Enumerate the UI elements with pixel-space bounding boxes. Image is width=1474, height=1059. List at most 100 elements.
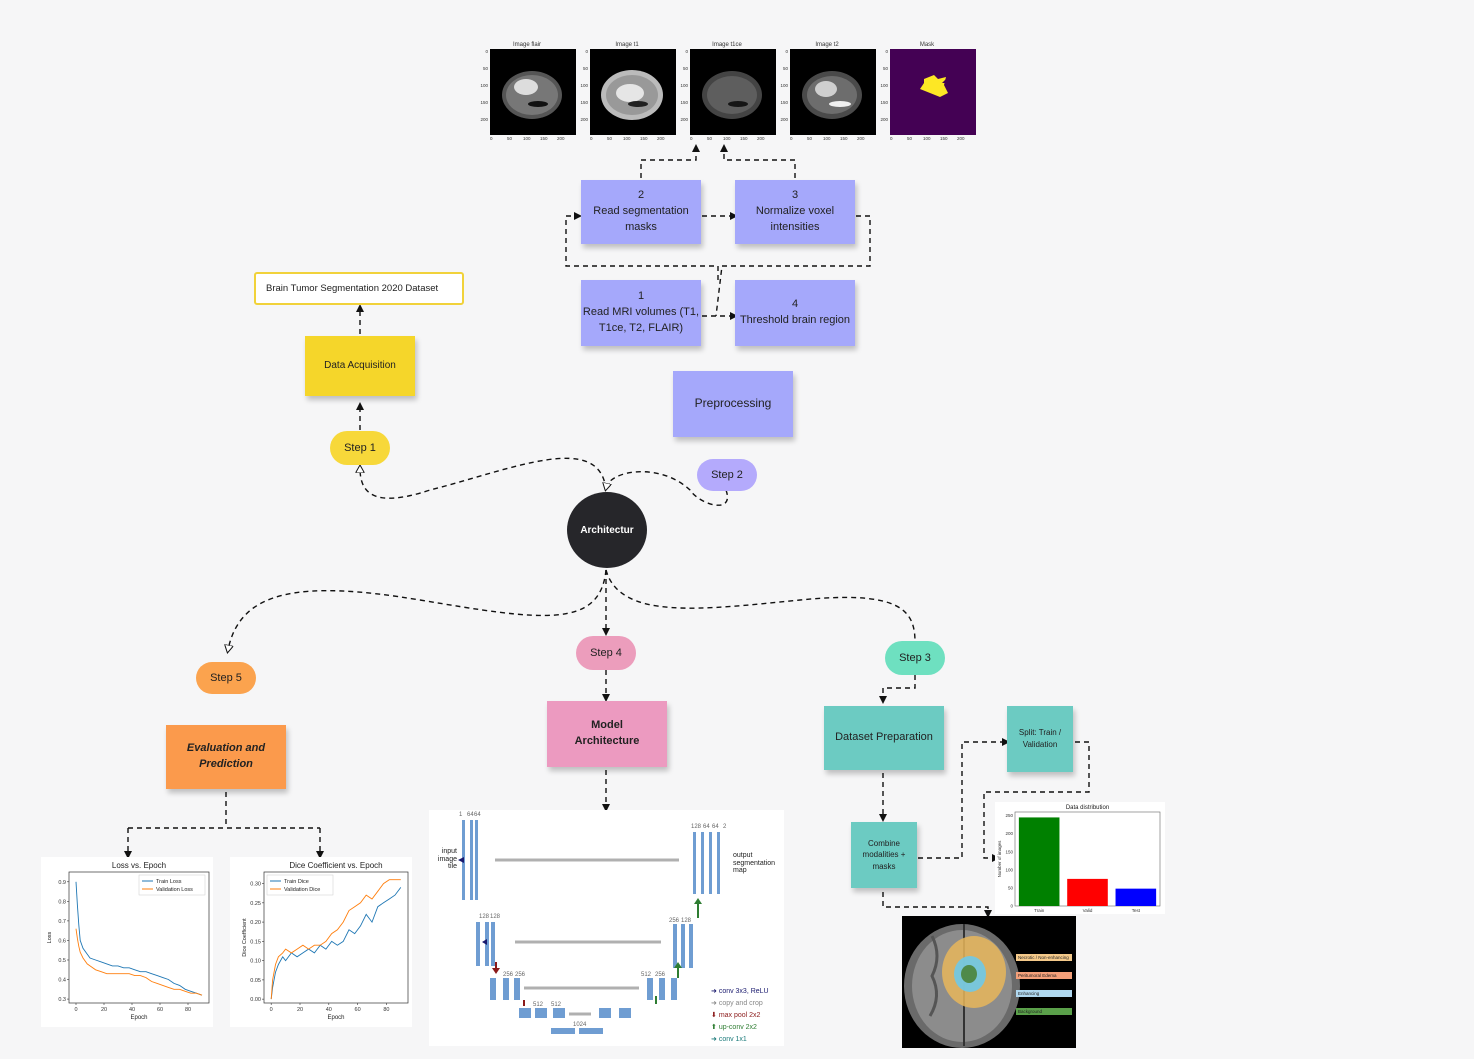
unet-channel-label: 128 <box>479 914 490 920</box>
series-line-1 <box>75 928 203 996</box>
unet-channel-label: 512 <box>551 1002 562 1008</box>
series-line-0 <box>75 881 203 996</box>
sticky-text: Evaluation and Prediction <box>186 742 266 770</box>
mri-image-t1 <box>590 49 676 135</box>
unet-input-label: input image tile <box>437 848 457 871</box>
connector-step2-images <box>640 144 700 178</box>
sticky-text: Threshold brain region <box>739 314 851 326</box>
sticky-split[interactable]: Split: Train / Validation <box>1007 706 1073 772</box>
sticky-read-masks[interactable]: 2 Read segmentation masks <box>581 180 701 244</box>
sticky-evaluation[interactable]: Evaluation and Prediction <box>166 725 286 789</box>
unet-channel-label: 1024 <box>573 1022 587 1028</box>
unet-channel-label: 1 <box>459 812 463 818</box>
connector-step3-images <box>720 144 796 178</box>
unet-channel-label: 512 <box>641 972 652 978</box>
unet-legend: ➜ conv 3x3, ReLU ➜ copy and crop ⬇ max p… <box>711 986 783 1046</box>
unet-channel-label: 128 <box>691 824 702 830</box>
y-tick-label: 0.00 <box>250 997 261 1003</box>
y-tick-label: 150 <box>1005 849 1013 854</box>
tumor-legend: Necrotic / Non-enhancing Peritumoral Ede… <box>1016 954 1072 1015</box>
step-number: 3 <box>791 189 799 202</box>
sticky-text: Read segmentation masks <box>593 205 689 233</box>
y-tick-label: 0 <box>1010 904 1013 909</box>
y-tick-label: 0.05 <box>250 978 261 984</box>
unet-diagram: 1 64 64 128 128 256 256 512 512 1024 128… <box>429 810 784 1046</box>
legend-box <box>138 874 206 896</box>
connector-combine-tumor <box>882 892 992 918</box>
architecture-node[interactable]: Architectur <box>567 492 647 568</box>
bar-valid <box>1067 878 1108 906</box>
pill-label: Step 3 <box>899 652 931 664</box>
pill-label: Step 2 <box>711 469 743 481</box>
dataset-name-box[interactable]: Brain Tumor Segmentation 2020 Dataset <box>254 272 464 305</box>
pill-step2[interactable]: Step 2 <box>697 459 757 491</box>
pill-step1[interactable]: Step 1 <box>330 431 390 465</box>
sticky-dataset-preparation[interactable]: Dataset Preparation <box>824 706 944 770</box>
connector-center-step5 <box>228 569 607 650</box>
legend-label: Validation Loss <box>156 887 193 893</box>
x-tick-label: Train <box>1034 908 1045 913</box>
pill-step5[interactable]: Step 5 <box>196 662 256 694</box>
sticky-preprocessing[interactable]: Preprocessing <box>673 371 793 437</box>
architecture-label: Architectur <box>580 524 634 536</box>
mri-image-t2 <box>790 49 876 135</box>
chart-title: Loss vs. Epoch <box>112 861 166 870</box>
x-tick-label: Valid <box>1083 908 1093 913</box>
y-axis-label: Number of images <box>997 840 1002 878</box>
dataset-name: Brain Tumor Segmentation 2020 Dataset <box>266 283 439 294</box>
y-tick-label: 100 <box>1005 867 1013 872</box>
sticky-text: Model Architecture <box>574 719 640 747</box>
y-tick-label: 250 <box>1005 813 1013 818</box>
plot-frame <box>263 871 409 1004</box>
pill-step4[interactable]: Step 4 <box>576 636 636 670</box>
series-line-0 <box>270 887 402 1000</box>
sticky-text: Normalize voxel intensities <box>755 205 835 233</box>
legend-conv-relu: ➜ conv 3x3, ReLU <box>711 988 769 995</box>
legend-max-pool: ⬇ max pool 2x2 <box>711 1012 761 1019</box>
legend-label: Train Dice <box>284 879 309 885</box>
unet-output-label: output segmentation map <box>733 852 776 875</box>
y-tick-label: 0.30 <box>250 882 261 888</box>
y-tick-label: 0.10 <box>250 959 261 965</box>
y-tick-label: 0.4 <box>58 978 66 984</box>
legend-edema: Peritumoral Edema <box>1016 972 1072 979</box>
legend-necrotic: Necrotic / Non-enhancing <box>1016 954 1072 961</box>
pill-step3[interactable]: Step 3 <box>885 641 945 675</box>
connector-step3-dataset <box>879 675 916 704</box>
mri-title: Image t1 <box>615 42 639 48</box>
legend-conv-1x1: ➜ conv 1x1 <box>711 1036 747 1043</box>
sticky-normalize[interactable]: 3 Normalize voxel intensities <box>735 180 855 244</box>
connector-center-step3 <box>605 569 916 643</box>
sticky-threshold[interactable]: 4 Threshold brain region <box>735 280 855 346</box>
mri-title: Mask <box>919 42 935 48</box>
pill-label: Step 5 <box>210 672 242 684</box>
unet-channel-label: 256 <box>669 918 680 924</box>
chart-title: Dice Coefficient vs. Epoch <box>289 861 382 870</box>
unet-channel-label: 128 <box>681 918 692 924</box>
unet-svg: 1 64 64 128 128 256 256 512 512 1024 128… <box>458 812 727 1034</box>
legend-box <box>266 874 334 896</box>
y-tick-label: 0.25 <box>250 901 261 907</box>
tumor-overlay-image: Necrotic / Non-enhancing Peritumoral Ede… <box>902 916 1076 1048</box>
mri-image-mask <box>890 49 976 135</box>
y-tick-label: 0.6 <box>58 938 66 944</box>
y-tick-label: 0.5 <box>58 958 66 964</box>
y-axis-label: Dice Coefficient <box>242 918 248 957</box>
y-tick-label: 0.7 <box>58 919 66 925</box>
mri-image-t1ce <box>690 49 776 135</box>
x-tick-label: 40 <box>326 1007 332 1013</box>
unet-channel-label: 256 <box>515 972 526 978</box>
y-tick-label: 0.9 <box>58 880 66 886</box>
sticky-data-acquisition[interactable]: Data Acquisition <box>305 336 415 396</box>
legend-label: Train Loss <box>156 879 182 885</box>
sticky-read-mri[interactable]: 1 Read MRI volumes (T1, T1ce, T2, FLAIR) <box>581 280 701 346</box>
y-tick-label: 0.3 <box>58 997 66 1003</box>
sticky-model-architecture[interactable]: Model Architecture <box>547 701 667 767</box>
sticky-text: Dataset Preparation <box>835 731 933 744</box>
sticky-combine[interactable]: Combine modalities + masks <box>851 822 917 888</box>
